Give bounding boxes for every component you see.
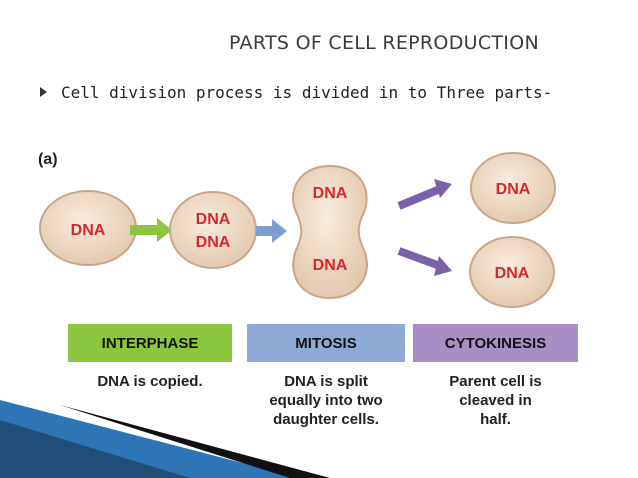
description-line: daughter cells. (273, 411, 379, 428)
arrow-purple-down-icon (434, 256, 452, 276)
dna-label: DNA (196, 211, 231, 228)
phase-interphase: INTERPHASE (68, 324, 232, 362)
phase-description-mitosis: DNA is split equally into two daughter c… (240, 372, 412, 429)
corner-swoosh-black (60, 405, 330, 478)
description-line: DNA is split (284, 373, 368, 390)
phase-cytokinesis: CYTOKINESIS (413, 324, 578, 362)
daughter-cell-top (470, 152, 556, 224)
description-line: equally into two (269, 392, 383, 409)
phase-name: CYTOKINESIS (444, 334, 547, 352)
arrow-purple-down-shaft (397, 247, 442, 270)
arrow-purple-up-shaft (397, 185, 442, 210)
dna-label: DNA (495, 265, 530, 282)
dna-label: DNA (196, 234, 231, 251)
phase-description-cytokinesis: Parent cell is cleaved in half. (413, 372, 578, 429)
phase-description-interphase: DNA is copied. (68, 372, 232, 391)
dna-label: DNA (496, 181, 531, 198)
dna-label: DNA (313, 257, 348, 274)
description-line: cleaved in (459, 392, 532, 409)
description-line: Parent cell is (449, 373, 542, 390)
dna-label: DNA (71, 222, 106, 239)
phase-name: INTERPHASE (101, 334, 199, 352)
daughter-cell-bottom (469, 236, 555, 308)
bullet-point: Cell division process is divided in to T… (40, 80, 552, 104)
dna-label: DNA (313, 185, 348, 202)
phase-name: MITOSIS (295, 334, 357, 352)
corner-swoosh-dark (0, 420, 190, 478)
bullet-text: Cell division process is divided in to T… (61, 82, 553, 102)
figure-label: (a) (38, 151, 58, 168)
arrow-purple-up-icon (434, 179, 452, 198)
interphase-cell (169, 191, 257, 269)
bullet-arrow-icon (40, 87, 47, 97)
slide-title: PARTS OF CELL REPRODUCTION (229, 32, 539, 54)
arrow-blue-icon (256, 219, 287, 243)
phase-mitosis: MITOSIS (247, 324, 405, 362)
description-line: half. (480, 411, 511, 428)
arrow-green-icon (130, 218, 172, 242)
mitosis-cell (292, 164, 368, 300)
description-line: DNA is copied. (97, 373, 203, 390)
